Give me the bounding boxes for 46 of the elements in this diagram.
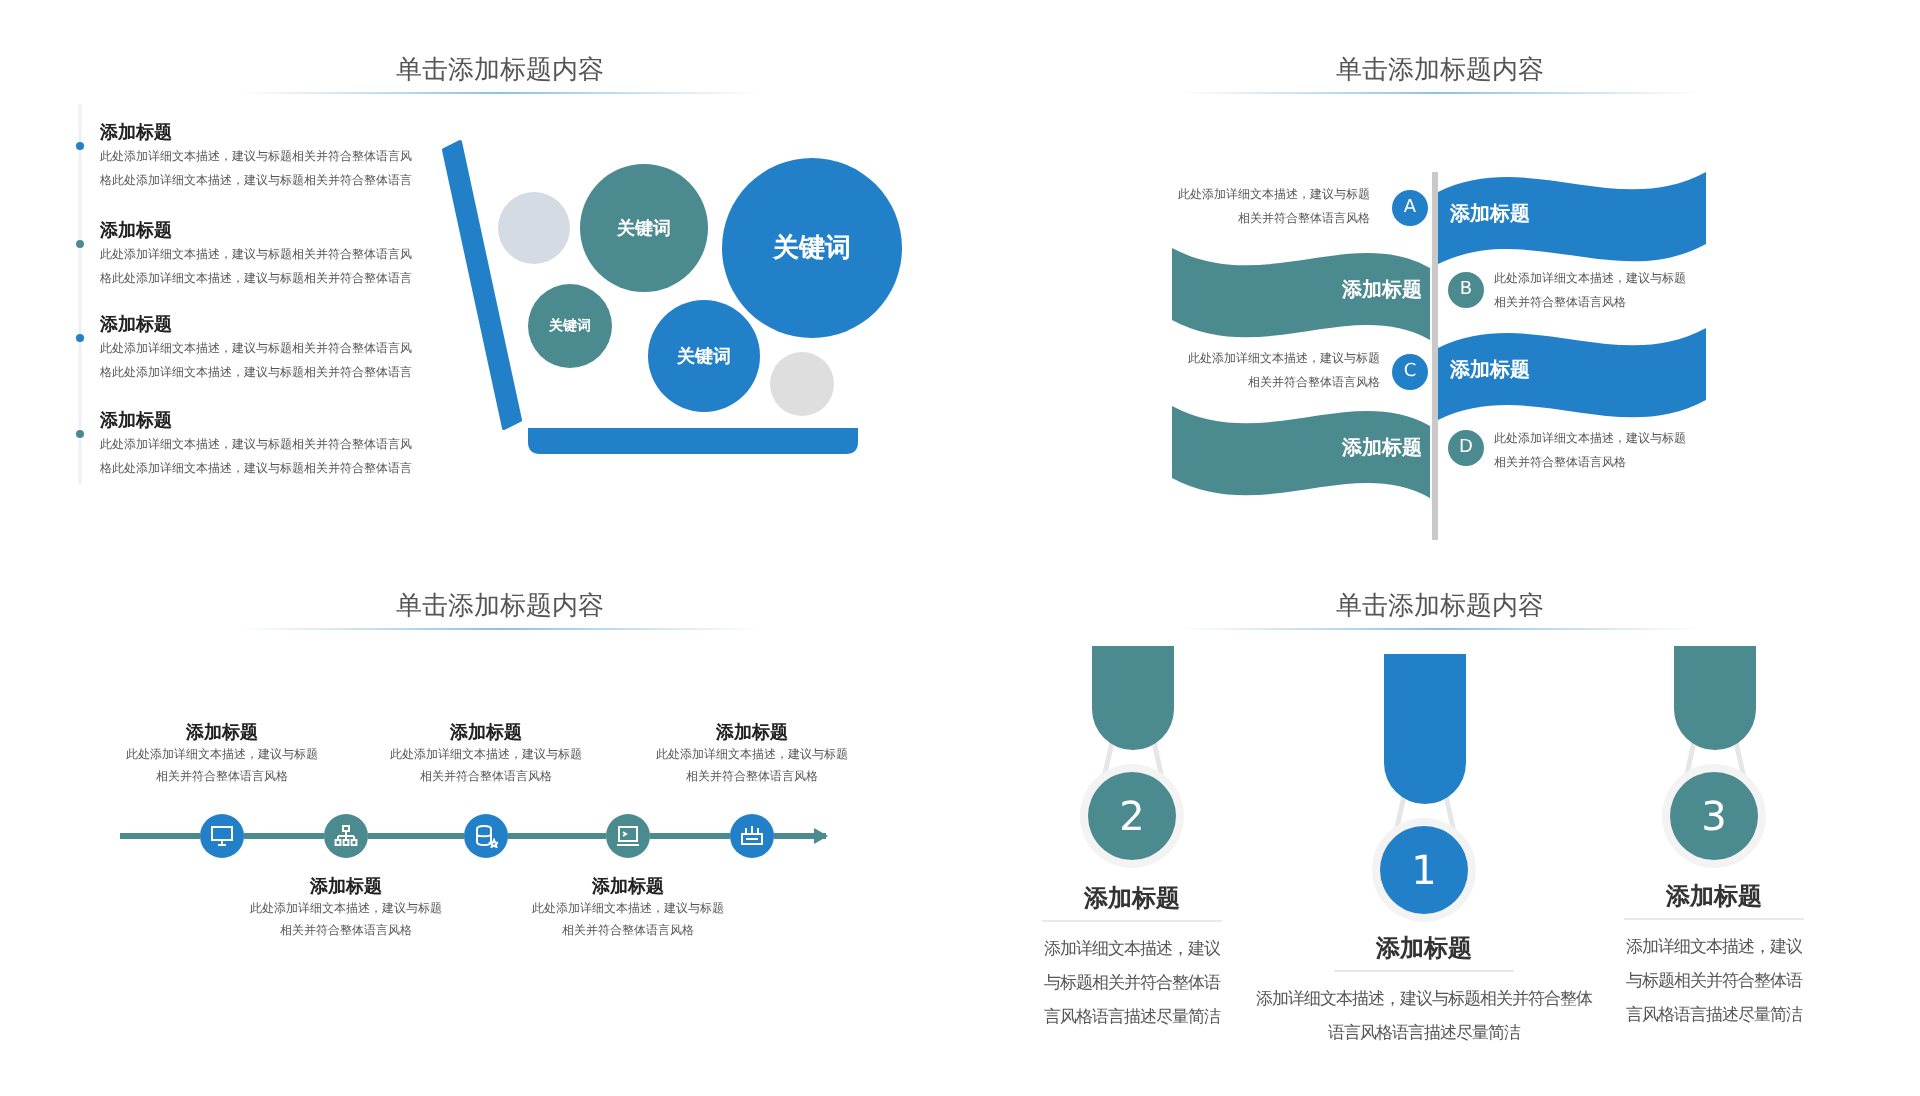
list-heading: 添加标题 (100, 120, 172, 146)
number-medal: 2 (1088, 772, 1176, 860)
letter-circle: B (1448, 272, 1484, 308)
keyword-bubble: 关键词 (722, 158, 902, 338)
timeline-circle (464, 814, 508, 858)
banner-title: 添加标题 (1342, 435, 1422, 461)
letter-circle: D (1448, 430, 1484, 466)
timeline-circle (730, 814, 774, 858)
timeline-line (120, 833, 200, 839)
timeline-circle (606, 814, 650, 858)
empty-circle (498, 192, 570, 264)
letter-circle: A (1392, 190, 1428, 226)
banner-title: 添加标题 (1342, 277, 1422, 303)
timeline-arrow (774, 828, 828, 844)
timeline-line (244, 833, 324, 839)
timeline-circle (324, 814, 368, 858)
panel-title: 单击添加标题内容 (394, 590, 606, 624)
medal-description: 添加详细文本描述，建议与标题相关并符合整体语言风格语言描述尽量简洁 (1254, 986, 1594, 1046)
banner-title: 添加标题 (1450, 201, 1530, 227)
keyword-bubble: 关键词 (648, 300, 760, 412)
letter-circle: C (1392, 354, 1428, 390)
medal-description: 添加详细文本描述，建议与标题相关并符合整体语言风格语言描述尽量简洁 (1624, 934, 1805, 1028)
panel-title: 单击添加标题内容 (1334, 590, 1546, 624)
medal-title: 添加标题 (1374, 932, 1474, 966)
list-heading: 添加标题 (100, 218, 172, 244)
panel-title: 单击添加标题内容 (394, 54, 606, 88)
step-title: 添加标题 (184, 720, 260, 746)
medal-description: 添加详细文本描述，建议与标题相关并符合整体语言风格语言描述尽量简洁 (1042, 936, 1223, 1030)
medal-title: 添加标题 (1664, 880, 1764, 914)
timeline-line (508, 833, 606, 839)
number-medal: 3 (1670, 772, 1758, 860)
list-heading: 添加标题 (100, 312, 172, 338)
timeline-circle (200, 814, 244, 858)
number-medal: 1 (1380, 826, 1468, 914)
keyword-bubble: 关键词 (580, 164, 708, 292)
step-title: 添加标题 (448, 720, 524, 746)
list-heading: 添加标题 (100, 408, 172, 434)
timeline-line (368, 833, 464, 839)
medal-title: 添加标题 (1082, 882, 1182, 916)
panel-title: 单击添加标题内容 (1334, 54, 1546, 88)
step-title: 添加标题 (714, 720, 790, 746)
banner-title: 添加标题 (1450, 357, 1530, 383)
timeline-line (650, 833, 730, 839)
step-title: 添加标题 (590, 874, 666, 900)
empty-circle (770, 352, 834, 416)
step-title: 添加标题 (308, 874, 384, 900)
